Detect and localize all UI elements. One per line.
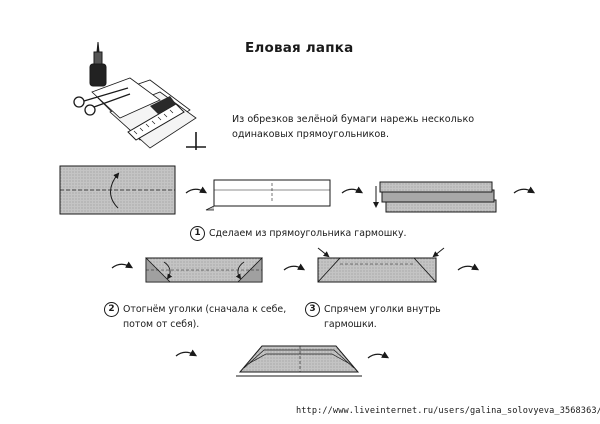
fold-arrow-icon [175, 349, 198, 357]
step-3-text-2: гармошки. [324, 319, 377, 330]
step-2-number: 2 [104, 302, 119, 317]
fold-arrow-icon [367, 351, 390, 359]
step-corners-tuck [317, 247, 445, 283]
page-title: Еловая лапка [245, 40, 354, 56]
step-2-text-1: Отогнём уголки (сначала к себе, [123, 304, 287, 315]
step-rectangle [59, 165, 176, 215]
step-2-text-2: потом от себя). [123, 319, 200, 330]
fold-arrow-icon [111, 261, 134, 269]
step-1-text: Сделаем из прямоугольника гармошку. [209, 228, 407, 239]
intro-text: Из обрезков зелёной бумаги нарежь нескол… [232, 112, 492, 142]
glue-bottle-icon [89, 41, 107, 87]
intro-line-2: одинаковых прямоугольников. [232, 129, 389, 140]
scissors-icon [73, 87, 131, 116]
step-3-text-1: Спрячем уголки внутрь [324, 304, 441, 315]
step-3-number: 3 [305, 302, 320, 317]
fold-arrow-icon [513, 186, 536, 194]
step-finished-branch [236, 345, 362, 377]
step-1-number: 1 [190, 226, 205, 241]
step-accordion [373, 181, 497, 213]
tools-illustration [73, 41, 206, 150]
fold-arrow-icon [341, 186, 364, 194]
step-2-caption: 2 Отогнём уголки (сначала к себе, потом о… [104, 302, 286, 332]
step-1-caption: 1 Сделаем из прямоугольника гармошку. [190, 226, 406, 241]
step-3-caption: 3 Спрячем уголки внутрь гармошки. [305, 302, 441, 332]
step-folded-strip [205, 179, 331, 211]
ruler-icon [127, 103, 185, 141]
fold-arrow-icon [457, 263, 480, 271]
step-corners-fold [145, 257, 263, 283]
fold-arrow-icon [283, 263, 306, 271]
fold-arrow-icon [185, 186, 208, 194]
intro-line-1: Из обрезков зелёной бумаги нарежь нескол… [232, 114, 475, 125]
footer-url: http://www.liveinternet.ru/users/galina_… [296, 406, 600, 416]
